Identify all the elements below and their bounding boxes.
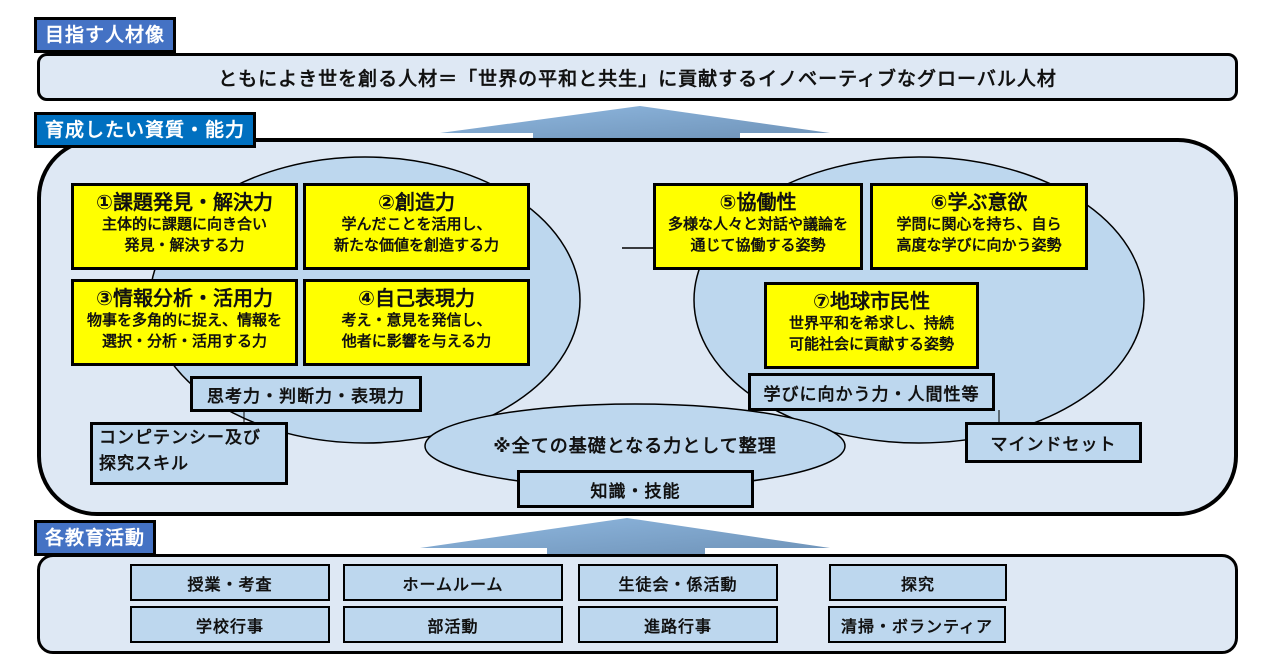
ability-desc: 選択・分析・活用する力 <box>101 332 267 350</box>
ability-title: ④自己表現力 <box>358 286 475 310</box>
ability-title: ⑤協働性 <box>719 190 797 214</box>
competency-line-2: 探究スキル <box>99 454 189 474</box>
ability-title: ③情報分析・活用力 <box>96 286 273 310</box>
activity-item: 進路行事 <box>578 606 778 643</box>
thinking-category: 思考力・判断力・表現力 <box>190 376 422 412</box>
competency-line-1: コンピテンシー及び <box>99 428 261 448</box>
ability-title: ②創造力 <box>378 190 455 214</box>
activity-item: 学校行事 <box>130 606 330 643</box>
foundation-note: ※全ての基礎となる力として整理 <box>493 436 777 457</box>
ability-desc: 発見・解決する力 <box>124 236 245 254</box>
ability-box-4: ④自己表現力 考え・意見を発信し、 他者に影響を与える力 <box>303 279 530 366</box>
activity-item: 探究 <box>829 564 1007 601</box>
goal-statement-box: ともによき世を創る人材＝「世界の平和と共生」に貢献するイノベーティブなグローバル… <box>37 53 1238 101</box>
humanity-category: 学びに向かう力・人間性等 <box>748 373 995 411</box>
ability-desc: 高度な学びに向かう姿勢 <box>896 236 1062 254</box>
ability-desc: 他者に影響を与える力 <box>341 332 492 350</box>
up-arrow-top <box>440 106 830 138</box>
activity-item: 授業・考査 <box>130 564 330 601</box>
ability-box-3: ③情報分析・活用力 物事を多角的に捉え、情報を 選択・分析・活用する力 <box>71 279 298 366</box>
activity-item: 生徒会・係活動 <box>578 564 778 601</box>
ability-desc: 可能社会に貢献する姿勢 <box>788 335 954 353</box>
ability-desc: 多様な人々と対話や議論を <box>667 215 848 233</box>
goal-statement: ともによき世を創る人材＝「世界の平和と共生」に貢献するイノベーティブなグローバル… <box>218 67 1057 90</box>
ability-desc: 主体的に課題に向き合い <box>101 215 267 233</box>
mindset-box: マインドセット <box>965 422 1142 463</box>
activity-item: 清掃・ボランティア <box>828 606 1006 643</box>
ability-desc: 新たな価値を創造する力 <box>333 236 499 254</box>
ability-box-2: ②創造力 学んだことを活用し、 新たな価値を創造する力 <box>303 183 530 270</box>
ability-desc: 学問に関心を持ち、自ら <box>896 215 1062 233</box>
activity-item: 部活動 <box>343 606 563 643</box>
ability-desc: 物事を多角的に捉え、情報を <box>86 311 282 329</box>
competency-box: コンピテンシー及び 探究スキル <box>90 422 288 485</box>
ability-box-1: ①課題発見・解決力 主体的に課題に向き合い 発見・解決する力 <box>71 183 298 270</box>
goal-section-tab: 目指す人材像 <box>34 17 177 53</box>
ability-desc: 考え・意見を発信し、 <box>341 311 492 329</box>
up-arrow-bottom <box>420 518 830 554</box>
knowledge-box: 知識・技能 <box>517 470 754 508</box>
ability-box-5: ⑤協働性 多様な人々と対話や議論を 通じて協働する姿勢 <box>653 183 863 270</box>
ability-desc: 通じて協働する姿勢 <box>690 236 826 254</box>
ability-box-6: ⑥学ぶ意欲 学問に関心を持ち、自ら 高度な学びに向かう姿勢 <box>870 183 1088 270</box>
activity-item: ホームルーム <box>343 564 563 601</box>
ability-title: ⑦地球市民性 <box>813 289 930 313</box>
ability-title: ⑥学ぶ意欲 <box>930 190 1028 214</box>
ability-title: ①課題発見・解決力 <box>96 190 273 214</box>
abilities-section-tab: 育成したい資質・能力 <box>34 112 257 148</box>
ability-desc: 世界平和を希求し、持続 <box>788 314 954 332</box>
ability-desc: 学んだことを活用し、 <box>341 215 492 233</box>
activities-section-tab: 各教育活動 <box>34 520 157 556</box>
ability-box-7: ⑦地球市民性 世界平和を希求し、持続 可能社会に貢献する姿勢 <box>764 282 979 369</box>
